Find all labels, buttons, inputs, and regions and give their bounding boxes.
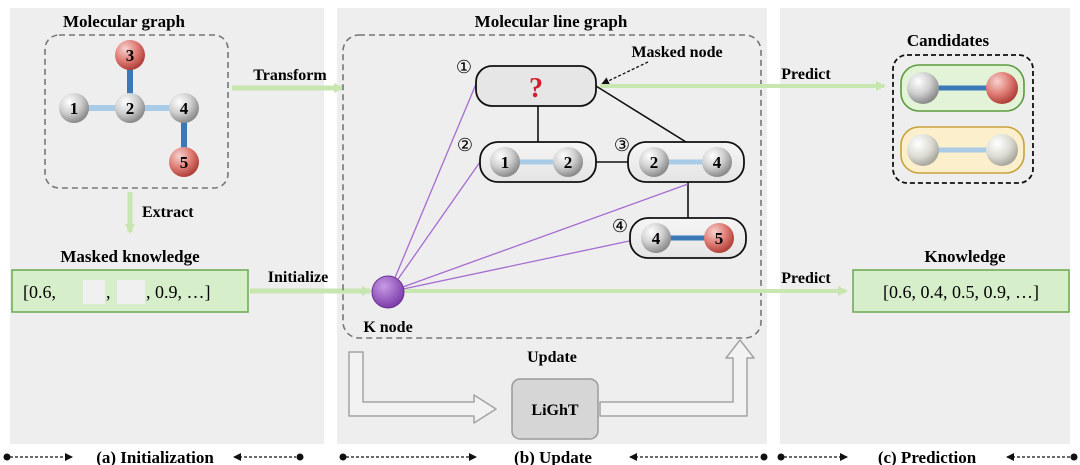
predict-candidates-label: Predict <box>781 66 831 83</box>
k-node-edges <box>388 83 689 293</box>
atom-3: 3 <box>115 40 145 70</box>
line-node-2-4-a: 2 <box>650 153 659 172</box>
light-model-box <box>511 378 599 440</box>
circled-1: ① <box>456 57 472 77</box>
masked-node-label: Masked node <box>631 44 722 61</box>
update-label: Update <box>527 349 577 366</box>
line-graph-title: Molecular line graph <box>475 12 628 31</box>
svg-text:2: 2 <box>126 99 135 118</box>
masked-slot-1 <box>83 280 105 304</box>
masked-node-pointer <box>601 61 649 85</box>
caption-a: (a) Initialization <box>96 448 214 465</box>
atom-1: 1 <box>59 93 89 123</box>
knowledge-box <box>852 269 1070 313</box>
masked-slot-2 <box>117 280 145 304</box>
candidates-title: Candidates <box>907 31 990 50</box>
masked-knowledge-title: Masked knowledge <box>60 247 200 266</box>
candidate-2 <box>900 126 1025 174</box>
caption-a-arrows <box>3 453 304 461</box>
line-node-4-5-b: 5 <box>715 229 724 248</box>
transform-label: Transform <box>253 67 327 84</box>
panel-a-background <box>10 8 324 444</box>
caption-c: (c) Prediction <box>878 448 977 465</box>
circled-4: ④ <box>612 216 628 236</box>
masked-node <box>475 65 597 107</box>
svg-text:4: 4 <box>180 99 189 118</box>
atom-4: 4 <box>169 93 199 123</box>
caption-c-arrows <box>777 453 1078 461</box>
masked-node-question: ? <box>529 73 543 104</box>
svg-text:1: 1 <box>70 99 79 118</box>
circled-3: ③ <box>614 135 630 155</box>
masked-knowledge-end: , 0.9, …] <box>146 282 211 302</box>
line-node-2-4: 2 4 <box>627 141 745 183</box>
light-model-label: LiGhT <box>531 402 578 419</box>
k-node <box>371 275 405 309</box>
caption-b-arrows <box>339 453 768 461</box>
line-graph-box <box>342 34 762 339</box>
line-node-1-2-a: 1 <box>501 153 510 172</box>
update-arrow-in <box>348 351 497 424</box>
candidates-box <box>892 54 1034 184</box>
edge-masked-to-24 <box>595 85 687 143</box>
circled-2: ② <box>457 135 473 155</box>
masked-knowledge-start: [0.6, <box>23 282 56 302</box>
svg-text:5: 5 <box>180 153 189 172</box>
line-node-4-5: 4 5 <box>629 217 747 259</box>
molecular-graph-title: Molecular graph <box>63 12 186 31</box>
masked-knowledge-comma: , <box>106 282 111 302</box>
predict-knowledge-label: Predict <box>781 270 831 287</box>
candidate-1 <box>900 64 1025 112</box>
molecular-graph-box <box>44 34 229 189</box>
k-node-label: K node <box>363 319 412 336</box>
atom-2: 2 <box>115 93 145 123</box>
line-node-2-4-b: 4 <box>713 153 722 172</box>
knowledge-value: [0.6, 0.4, 0.5, 0.9, …] <box>883 282 1039 302</box>
line-node-1-2-b: 2 <box>564 153 573 172</box>
line-node-1-2: 1 2 <box>479 141 597 183</box>
update-arrow-out <box>599 339 755 417</box>
initialize-label: Initialize <box>268 269 328 286</box>
extract-label: Extract <box>142 204 194 221</box>
caption-b: (b) Update <box>514 448 592 465</box>
svg-text:3: 3 <box>126 46 135 65</box>
line-node-4-5-a: 4 <box>652 229 661 248</box>
knowledge-title: Knowledge <box>924 247 1006 266</box>
atom-5: 5 <box>169 147 199 177</box>
